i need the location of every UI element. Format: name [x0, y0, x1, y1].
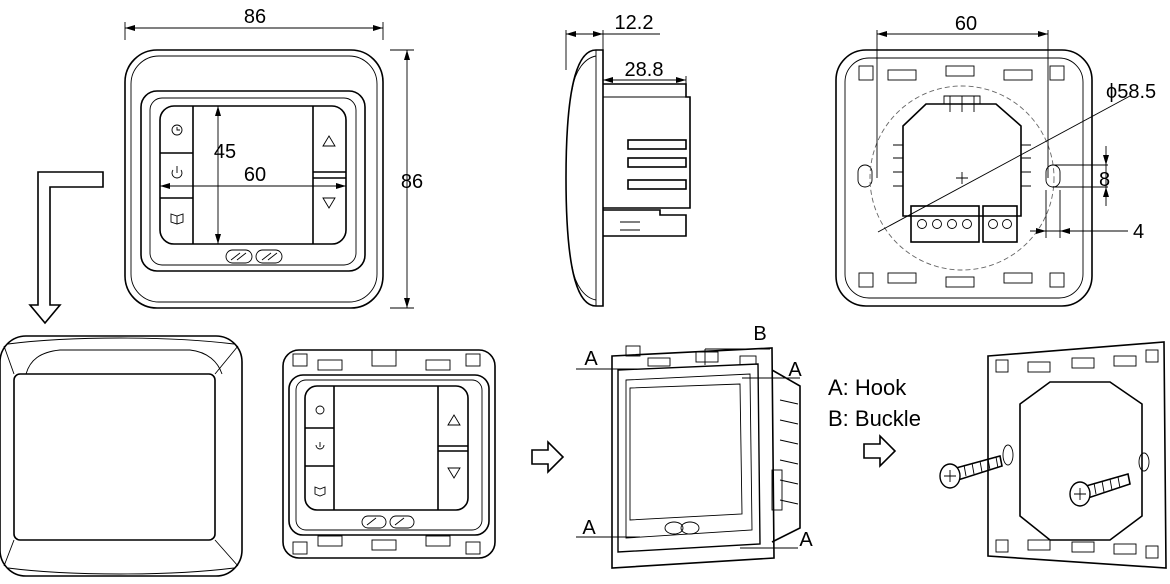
up-arrow-icon — [447, 414, 461, 426]
logo-icon — [664, 521, 700, 535]
logo-icon — [225, 249, 283, 264]
back-view: 60 ϕ58.5 8 4 — [835, 13, 1156, 307]
body-depth-label: 28.8 — [625, 59, 664, 81]
legend-buckle: B: Buckle — [828, 406, 921, 431]
power-icon — [315, 442, 325, 450]
front-height-label: 86 — [401, 171, 423, 193]
front-view: 86 86 45 60 — [124, 6, 423, 309]
up-arrow-icon — [322, 135, 336, 147]
buckle-marker: B — [753, 323, 766, 345]
screw-left — [939, 455, 1003, 489]
hole-spacing-label: 60 — [955, 13, 977, 35]
hook-marker-bottom-right: A — [799, 529, 813, 551]
slot-width-label: 4 — [1133, 221, 1144, 243]
slot-height-label: 8 — [1099, 169, 1110, 191]
step-arrow-1 — [531, 440, 565, 474]
clock-icon — [315, 405, 325, 415]
logo-icon — [361, 515, 415, 529]
book-icon — [314, 486, 326, 497]
front-width-label: 86 — [244, 6, 266, 28]
book-icon — [170, 213, 184, 225]
cover-view — [0, 335, 243, 577]
down-arrow-icon — [322, 197, 336, 209]
hook-marker-top-left: A — [584, 348, 598, 370]
screen-height-label: 45 — [214, 141, 236, 163]
step-arrow-2 — [863, 434, 897, 468]
front-dimensions — [124, 22, 414, 309]
mounting-plate-view — [939, 341, 1167, 569]
mounted-unit-view — [282, 349, 496, 559]
front-depth-label: 12.2 — [615, 12, 654, 34]
disassembly-arrow — [28, 171, 104, 325]
screen-width-label: 60 — [244, 164, 266, 186]
power-icon — [171, 166, 183, 179]
clock-icon — [171, 124, 183, 136]
hook-marker-top-right: A — [788, 359, 802, 381]
diameter-label: ϕ58.5 — [1106, 81, 1156, 103]
legend-hook: A: Hook — [828, 375, 907, 400]
down-arrow-icon — [447, 467, 461, 479]
hook-marker-bottom-left: A — [582, 517, 596, 539]
side-view: 12.2 28.8 — [565, 12, 691, 307]
assembly-view: A B A A A — [576, 323, 813, 569]
screw-right — [1069, 472, 1131, 507]
